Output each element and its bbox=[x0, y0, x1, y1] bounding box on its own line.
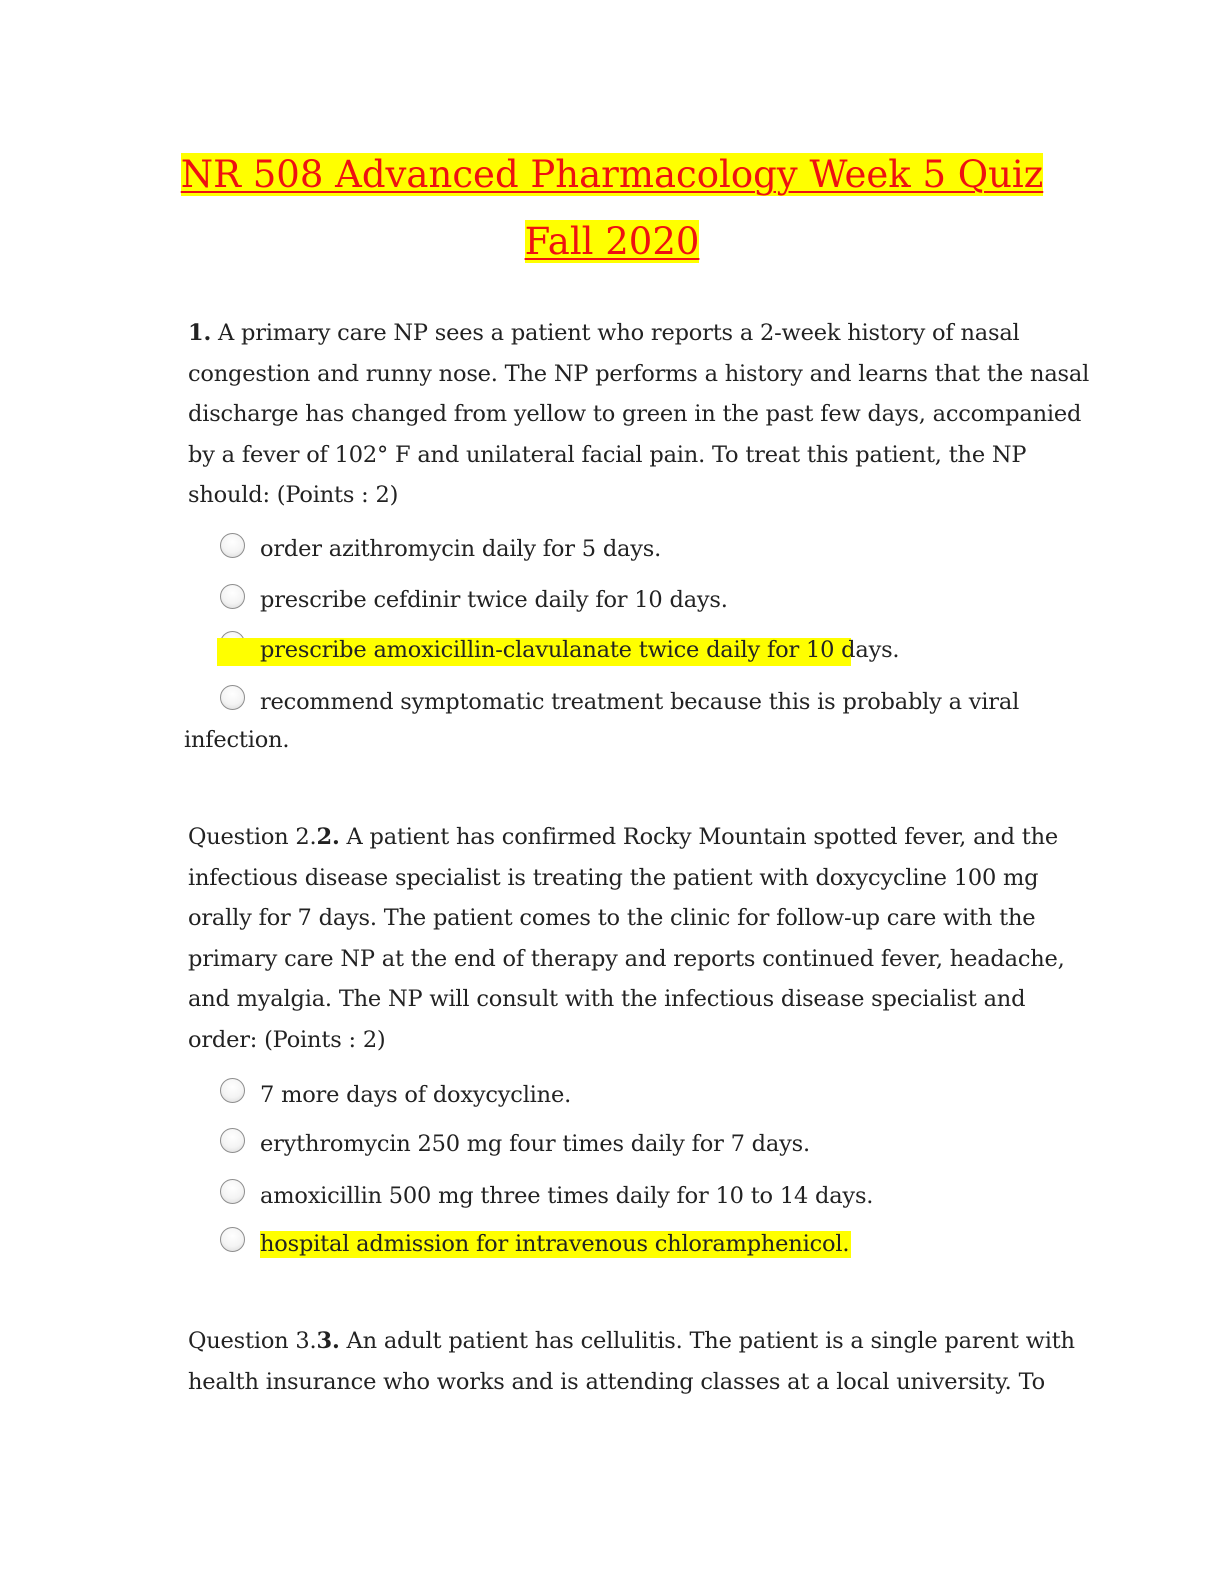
question-1-line-4: by a fever of 102° F and unilateral faci… bbox=[188, 441, 1027, 468]
option-label: hospital admission for intravenous chlor… bbox=[260, 1231, 852, 1258]
option-label: recommend symptomatic treatment because … bbox=[260, 689, 1020, 715]
question-1-stem: 1. A primary care NP sees a patient who … bbox=[188, 313, 1090, 516]
radio-button[interactable] bbox=[220, 685, 245, 710]
question-2-option-c[interactable]: amoxicillin 500 mg three times daily for… bbox=[0, 1178, 1224, 1218]
title-line-1: NR 508 Advanced Pharmacology Week 5 Quiz bbox=[0, 152, 1224, 198]
question-2-line-6: order: (Points : 2) bbox=[188, 1026, 386, 1053]
question-1-option-d[interactable]: recommend symptomatic treatment because … bbox=[0, 684, 1224, 724]
question-1-line-2: congestion and runny nose. The NP perfor… bbox=[188, 360, 1090, 387]
option-label: amoxicillin 500 mg three times daily for… bbox=[260, 1183, 874, 1209]
radio-button[interactable] bbox=[220, 584, 245, 609]
question-3-prefix: Question 3. bbox=[188, 1328, 317, 1354]
title-line-2: Fall 2020 bbox=[0, 219, 1224, 265]
option-label: erythromycin 250 mg four times daily for… bbox=[260, 1131, 810, 1157]
option-label: prescribe cefdinir twice daily for 10 da… bbox=[260, 587, 728, 613]
radio-button[interactable] bbox=[220, 533, 245, 558]
question-2-prefix: Question 2. bbox=[188, 824, 317, 850]
question-2-option-a[interactable]: 7 more days of doxycycline. bbox=[0, 1077, 1224, 1117]
question-2-option-b[interactable]: erythromycin 250 mg four times daily for… bbox=[0, 1127, 1224, 1167]
question-1-number: 1. bbox=[188, 320, 212, 346]
title-text-2: Fall 2020 bbox=[524, 220, 700, 263]
question-1-line-1: 1. A primary care NP sees a patient who … bbox=[188, 320, 1020, 346]
option-label: 7 more days of doxycycline. bbox=[260, 1082, 572, 1108]
question-2-line-1: Question 2.2. A patient has confirmed Ro… bbox=[188, 824, 1058, 850]
question-2-stem: Question 2.2. A patient has confirmed Ro… bbox=[188, 817, 1065, 1061]
question-2-line-3: orally for 7 days. The patient comes to … bbox=[188, 905, 1036, 932]
question-3-line-1: Question 3.3. An adult patient has cellu… bbox=[188, 1328, 1075, 1354]
question-3-line-2: health insurance who works and is attend… bbox=[188, 1368, 1045, 1395]
radio-button[interactable] bbox=[220, 1078, 245, 1103]
question-1-line-5: should: (Points : 2) bbox=[188, 482, 399, 509]
question-2-line-5: and myalgia. The NP will consult with th… bbox=[188, 986, 1026, 1013]
question-2-line-2: infectious disease specialist is treatin… bbox=[188, 864, 1039, 891]
question-2-line-4: primary care NP at the end of therapy an… bbox=[188, 945, 1065, 972]
question-1-option-b[interactable]: prescribe cefdinir twice daily for 10 da… bbox=[0, 583, 1224, 623]
option-continuation: infection. bbox=[184, 727, 290, 753]
option-label: order azithromycin daily for 5 days. bbox=[260, 536, 662, 562]
title-text-1: NR 508 Advanced Pharmacology Week 5 Quiz bbox=[180, 153, 1044, 196]
question-1-option-c[interactable]: prescribe amoxicillin-clavulanate twice … bbox=[0, 630, 1224, 670]
question-3-number: 3. bbox=[316, 1328, 340, 1354]
answer-highlight bbox=[217, 638, 851, 666]
question-1-line-3: discharge has changed from yellow to gre… bbox=[188, 401, 1082, 428]
question-1-option-a[interactable]: order azithromycin daily for 5 days. bbox=[0, 532, 1224, 572]
option-label: prescribe amoxicillin-clavulanate twice … bbox=[260, 637, 900, 663]
question-3-stem: Question 3.3. An adult patient has cellu… bbox=[188, 1321, 1075, 1402]
radio-button[interactable] bbox=[220, 1179, 245, 1204]
radio-button[interactable] bbox=[220, 1227, 245, 1252]
question-2-option-d[interactable]: hospital admission for intravenous chlor… bbox=[0, 1226, 1224, 1266]
radio-button[interactable] bbox=[220, 1128, 245, 1153]
question-2-number: 2. bbox=[316, 824, 340, 850]
